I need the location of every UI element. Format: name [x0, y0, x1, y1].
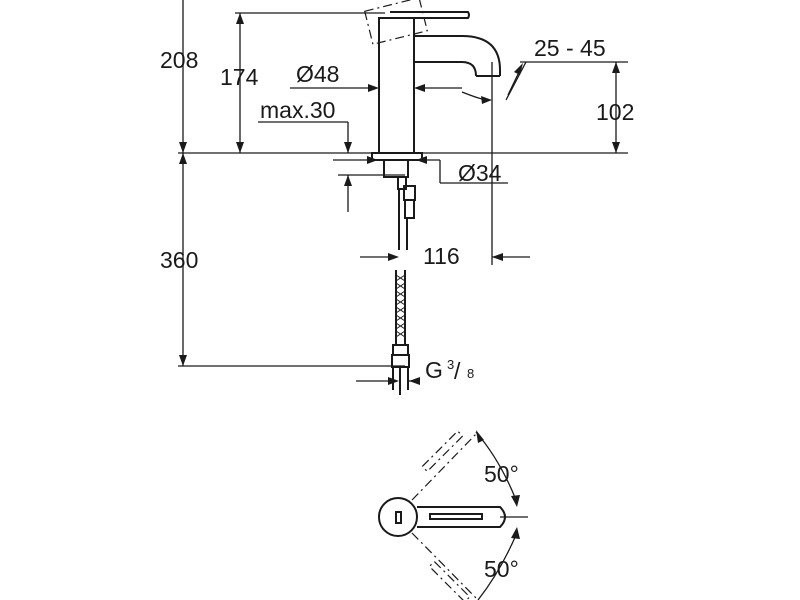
thread-slash: /	[454, 358, 461, 384]
max-thickness-label: max.30	[260, 97, 335, 123]
hose-length-label: 360	[160, 247, 198, 273]
diameter-48-dimension	[290, 84, 462, 92]
tap-side-view	[363, 0, 501, 395]
max30-dimension	[258, 121, 405, 212]
spout-angle-label: 25 - 45	[534, 35, 606, 61]
tap-plan-view	[378, 430, 528, 600]
shank-diameter-label: Ø34	[458, 160, 502, 186]
lever-angle-top-label: 50°	[484, 461, 519, 487]
thread-letter: G	[425, 357, 443, 383]
overall-height-label: 208	[160, 47, 198, 73]
reach-116-dimension	[360, 253, 530, 261]
body-height-label: 174	[220, 64, 259, 90]
thread-denominator: 8	[467, 366, 474, 381]
spout-angle-dimension	[461, 61, 628, 265]
body-diameter-label: Ø48	[296, 61, 339, 87]
spout-height-label: 102	[596, 99, 634, 125]
diameter-34-dimension	[333, 156, 508, 184]
thread-numerator: 3	[447, 357, 454, 372]
left-dimension-lines	[178, 0, 628, 367]
lever-angle-bottom-label: 50°	[484, 556, 519, 582]
thread-label: G 3 / 8	[425, 357, 474, 384]
thread-dimension	[356, 377, 420, 385]
spout-reach-label: 116	[423, 243, 460, 269]
